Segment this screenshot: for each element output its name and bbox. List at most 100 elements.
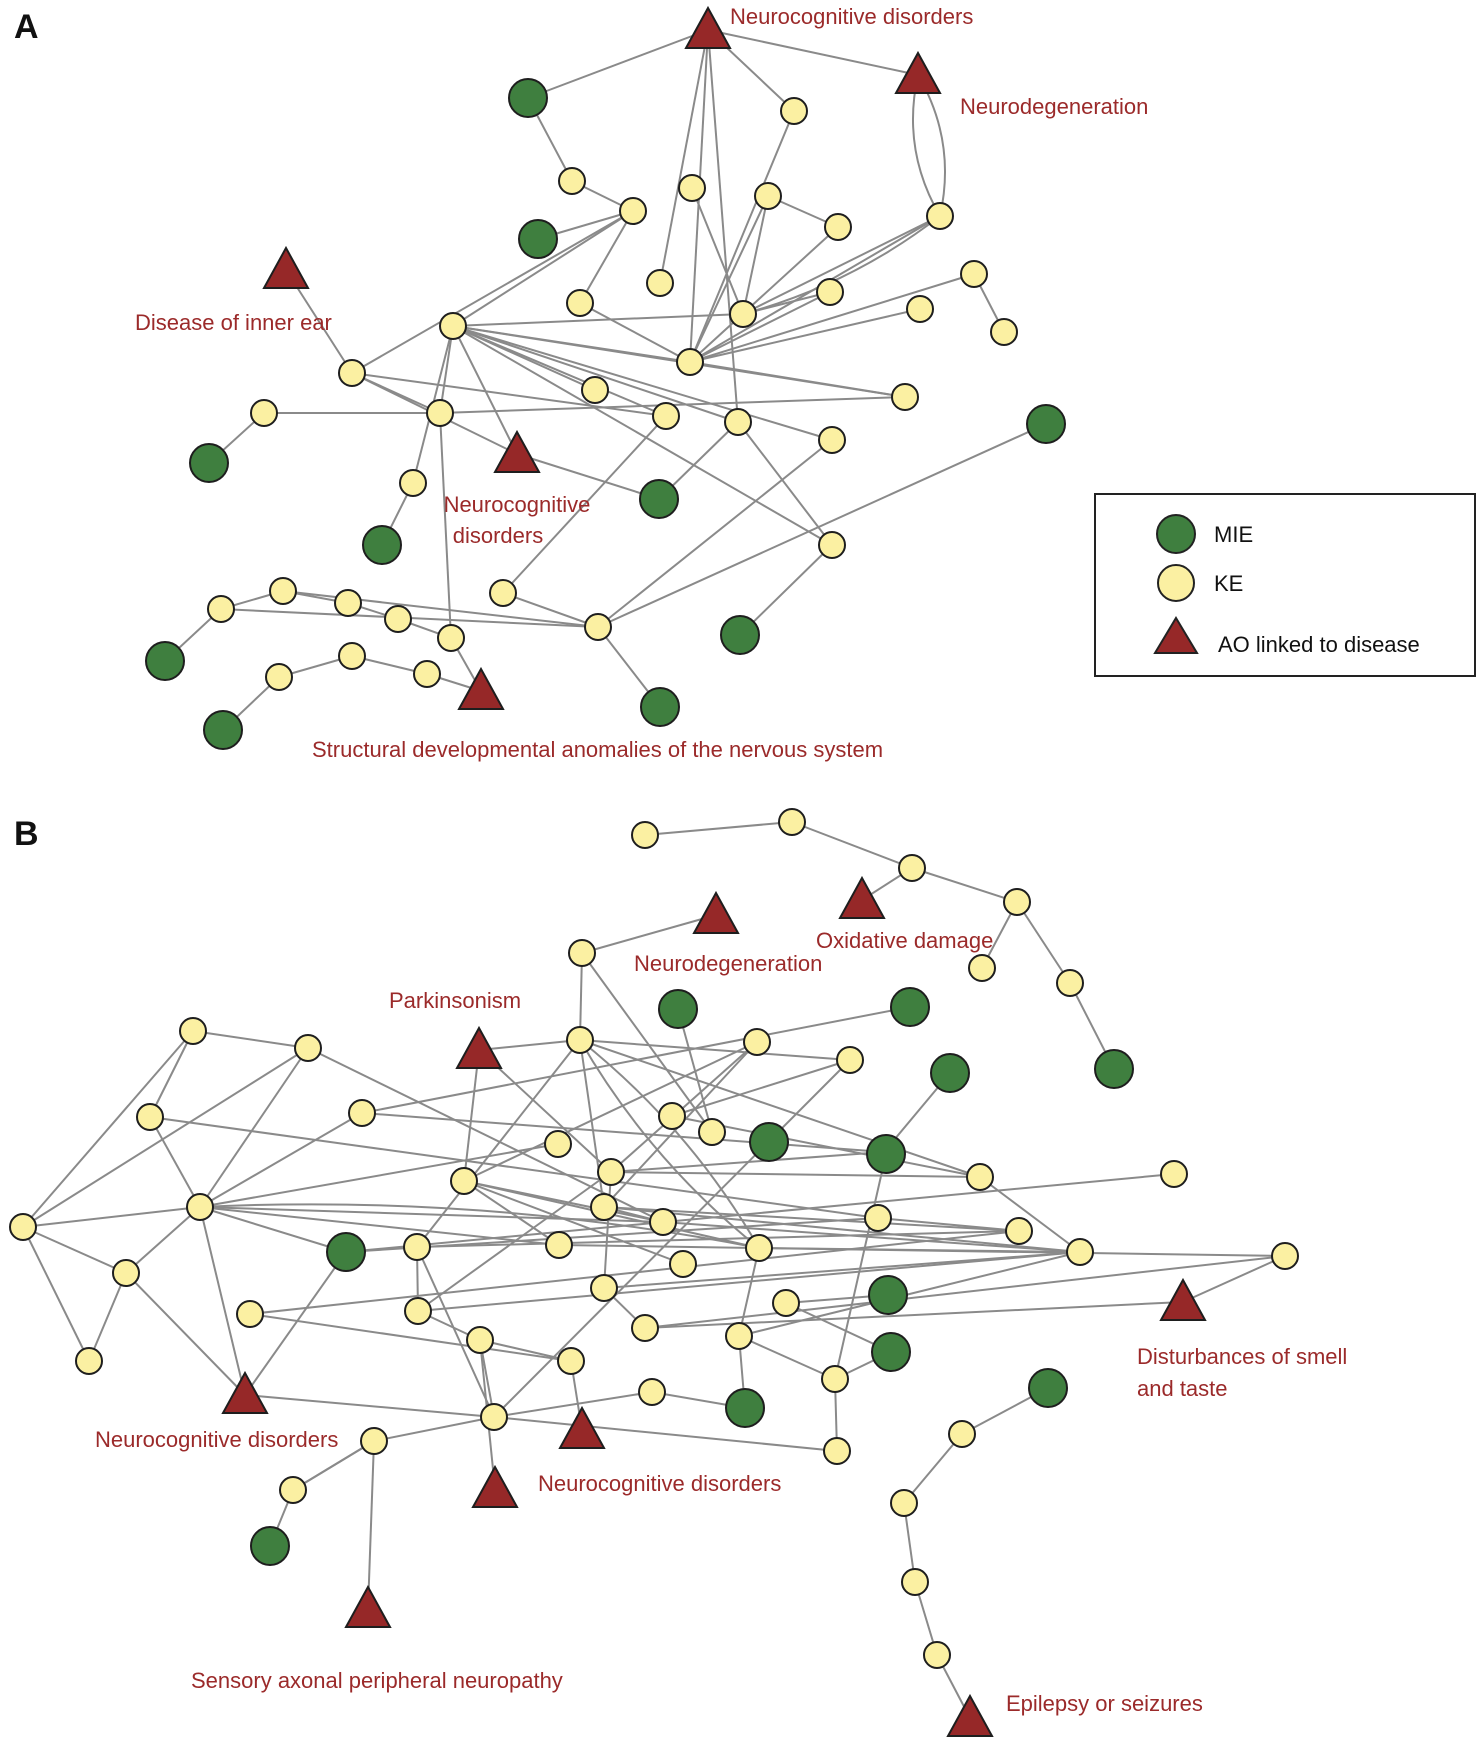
ke-node bbox=[236, 1300, 264, 1328]
ke-node bbox=[669, 1250, 697, 1278]
ao-node bbox=[455, 1025, 503, 1069]
ke-node bbox=[729, 300, 757, 328]
network-edge bbox=[149, 1116, 201, 1208]
ke-node bbox=[1160, 1160, 1188, 1188]
ao-label-a-structural: Structural developmental anomalies of th… bbox=[312, 737, 883, 762]
ao-label-b-oxidative-damage: Oxidative damage bbox=[816, 928, 993, 953]
network-edge bbox=[493, 1059, 851, 1418]
network-edge bbox=[307, 1047, 664, 1223]
network-edge bbox=[493, 1391, 653, 1418]
network-edge bbox=[691, 187, 744, 315]
network-edge bbox=[689, 110, 795, 363]
ke-node bbox=[778, 808, 806, 836]
ke-node bbox=[439, 312, 467, 340]
mie-node bbox=[508, 78, 548, 118]
network-edge bbox=[22, 1206, 201, 1228]
network-edge bbox=[739, 544, 833, 636]
ke-node bbox=[743, 1028, 771, 1056]
ke-node bbox=[360, 1427, 388, 1455]
ke-node bbox=[818, 531, 846, 559]
network-edge bbox=[149, 1116, 879, 1219]
ke-node bbox=[1066, 1238, 1094, 1266]
network-edge bbox=[22, 1226, 90, 1362]
ke-node bbox=[348, 1099, 376, 1127]
mie-node bbox=[866, 1134, 906, 1174]
ke-node bbox=[136, 1103, 164, 1131]
network-edge bbox=[199, 1206, 560, 1246]
network-edge bbox=[610, 1041, 758, 1173]
ke-node bbox=[658, 1102, 686, 1130]
ke-node bbox=[823, 1437, 851, 1465]
network-edge bbox=[527, 29, 709, 99]
network-edge bbox=[791, 821, 913, 869]
mie-node bbox=[326, 1232, 366, 1272]
network-edge bbox=[516, 453, 660, 500]
ke-node bbox=[676, 348, 704, 376]
network-edge bbox=[22, 1226, 127, 1274]
network-edge bbox=[351, 210, 634, 374]
ke-node bbox=[566, 289, 594, 317]
ao-label-b-neurocognitive-right: Neurocognitive disorders bbox=[538, 1471, 781, 1496]
ke-node bbox=[590, 1274, 618, 1302]
network-edge bbox=[416, 1230, 1020, 1248]
network-edge bbox=[367, 1440, 375, 1610]
ke-node bbox=[1056, 969, 1084, 997]
ke-node bbox=[824, 213, 852, 241]
network-edge bbox=[22, 1030, 194, 1228]
ke-node bbox=[646, 269, 674, 297]
mie-node bbox=[639, 479, 679, 519]
network-edge bbox=[579, 210, 634, 304]
ao-node bbox=[946, 1693, 994, 1737]
ke-node bbox=[334, 589, 362, 617]
mie-node bbox=[725, 1388, 765, 1428]
network-edge bbox=[903, 1433, 963, 1504]
legend-mie-swatch bbox=[1156, 514, 1196, 554]
network-edge bbox=[199, 1206, 664, 1223]
network-edge bbox=[463, 1041, 758, 1182]
ke-node bbox=[186, 1193, 214, 1221]
ke-node bbox=[818, 426, 846, 454]
ao-node bbox=[344, 1584, 392, 1628]
network-edge bbox=[644, 821, 793, 836]
network-edge bbox=[292, 1440, 375, 1491]
network-edge bbox=[603, 1206, 1081, 1253]
ao-label-a-neurocognitive-middle-line: Neurocognitive bbox=[444, 492, 591, 517]
ke-node bbox=[558, 167, 586, 195]
ke-node bbox=[426, 399, 454, 427]
ke-node bbox=[1271, 1242, 1299, 1270]
ke-node bbox=[816, 278, 844, 306]
network-edge bbox=[597, 439, 833, 628]
network-edge bbox=[452, 325, 739, 423]
mie-node bbox=[890, 987, 930, 1027]
ke-node bbox=[545, 1231, 573, 1259]
network-edge bbox=[463, 1180, 684, 1265]
ke-node bbox=[631, 1314, 659, 1342]
ke-node bbox=[112, 1259, 140, 1287]
network-edge bbox=[579, 1039, 851, 1061]
ke-node bbox=[678, 174, 706, 202]
ke-node bbox=[864, 1204, 892, 1232]
legend-ao-swatch bbox=[1153, 616, 1199, 654]
network-edge bbox=[610, 1171, 981, 1178]
ke-node bbox=[906, 295, 934, 323]
network-edge bbox=[199, 1206, 246, 1396]
mie-node bbox=[1028, 1368, 1068, 1408]
ke-node bbox=[754, 182, 782, 210]
ke-node bbox=[568, 939, 596, 967]
ao-node bbox=[1159, 1277, 1207, 1321]
mie-node bbox=[362, 525, 402, 565]
ke-node bbox=[279, 1476, 307, 1504]
ke-node bbox=[338, 359, 366, 387]
ke-node bbox=[207, 595, 235, 623]
network-edge bbox=[479, 1339, 572, 1362]
ke-node bbox=[590, 1193, 618, 1221]
ke-node bbox=[649, 1208, 677, 1236]
network-edge bbox=[877, 1217, 1020, 1232]
ke-node bbox=[638, 1378, 666, 1406]
network-edge bbox=[199, 1112, 363, 1208]
network-edge bbox=[558, 1244, 1286, 1257]
ke-node bbox=[544, 1130, 572, 1158]
network-edge bbox=[439, 412, 452, 639]
network-edge bbox=[579, 1039, 760, 1249]
ao-node bbox=[471, 1464, 519, 1508]
